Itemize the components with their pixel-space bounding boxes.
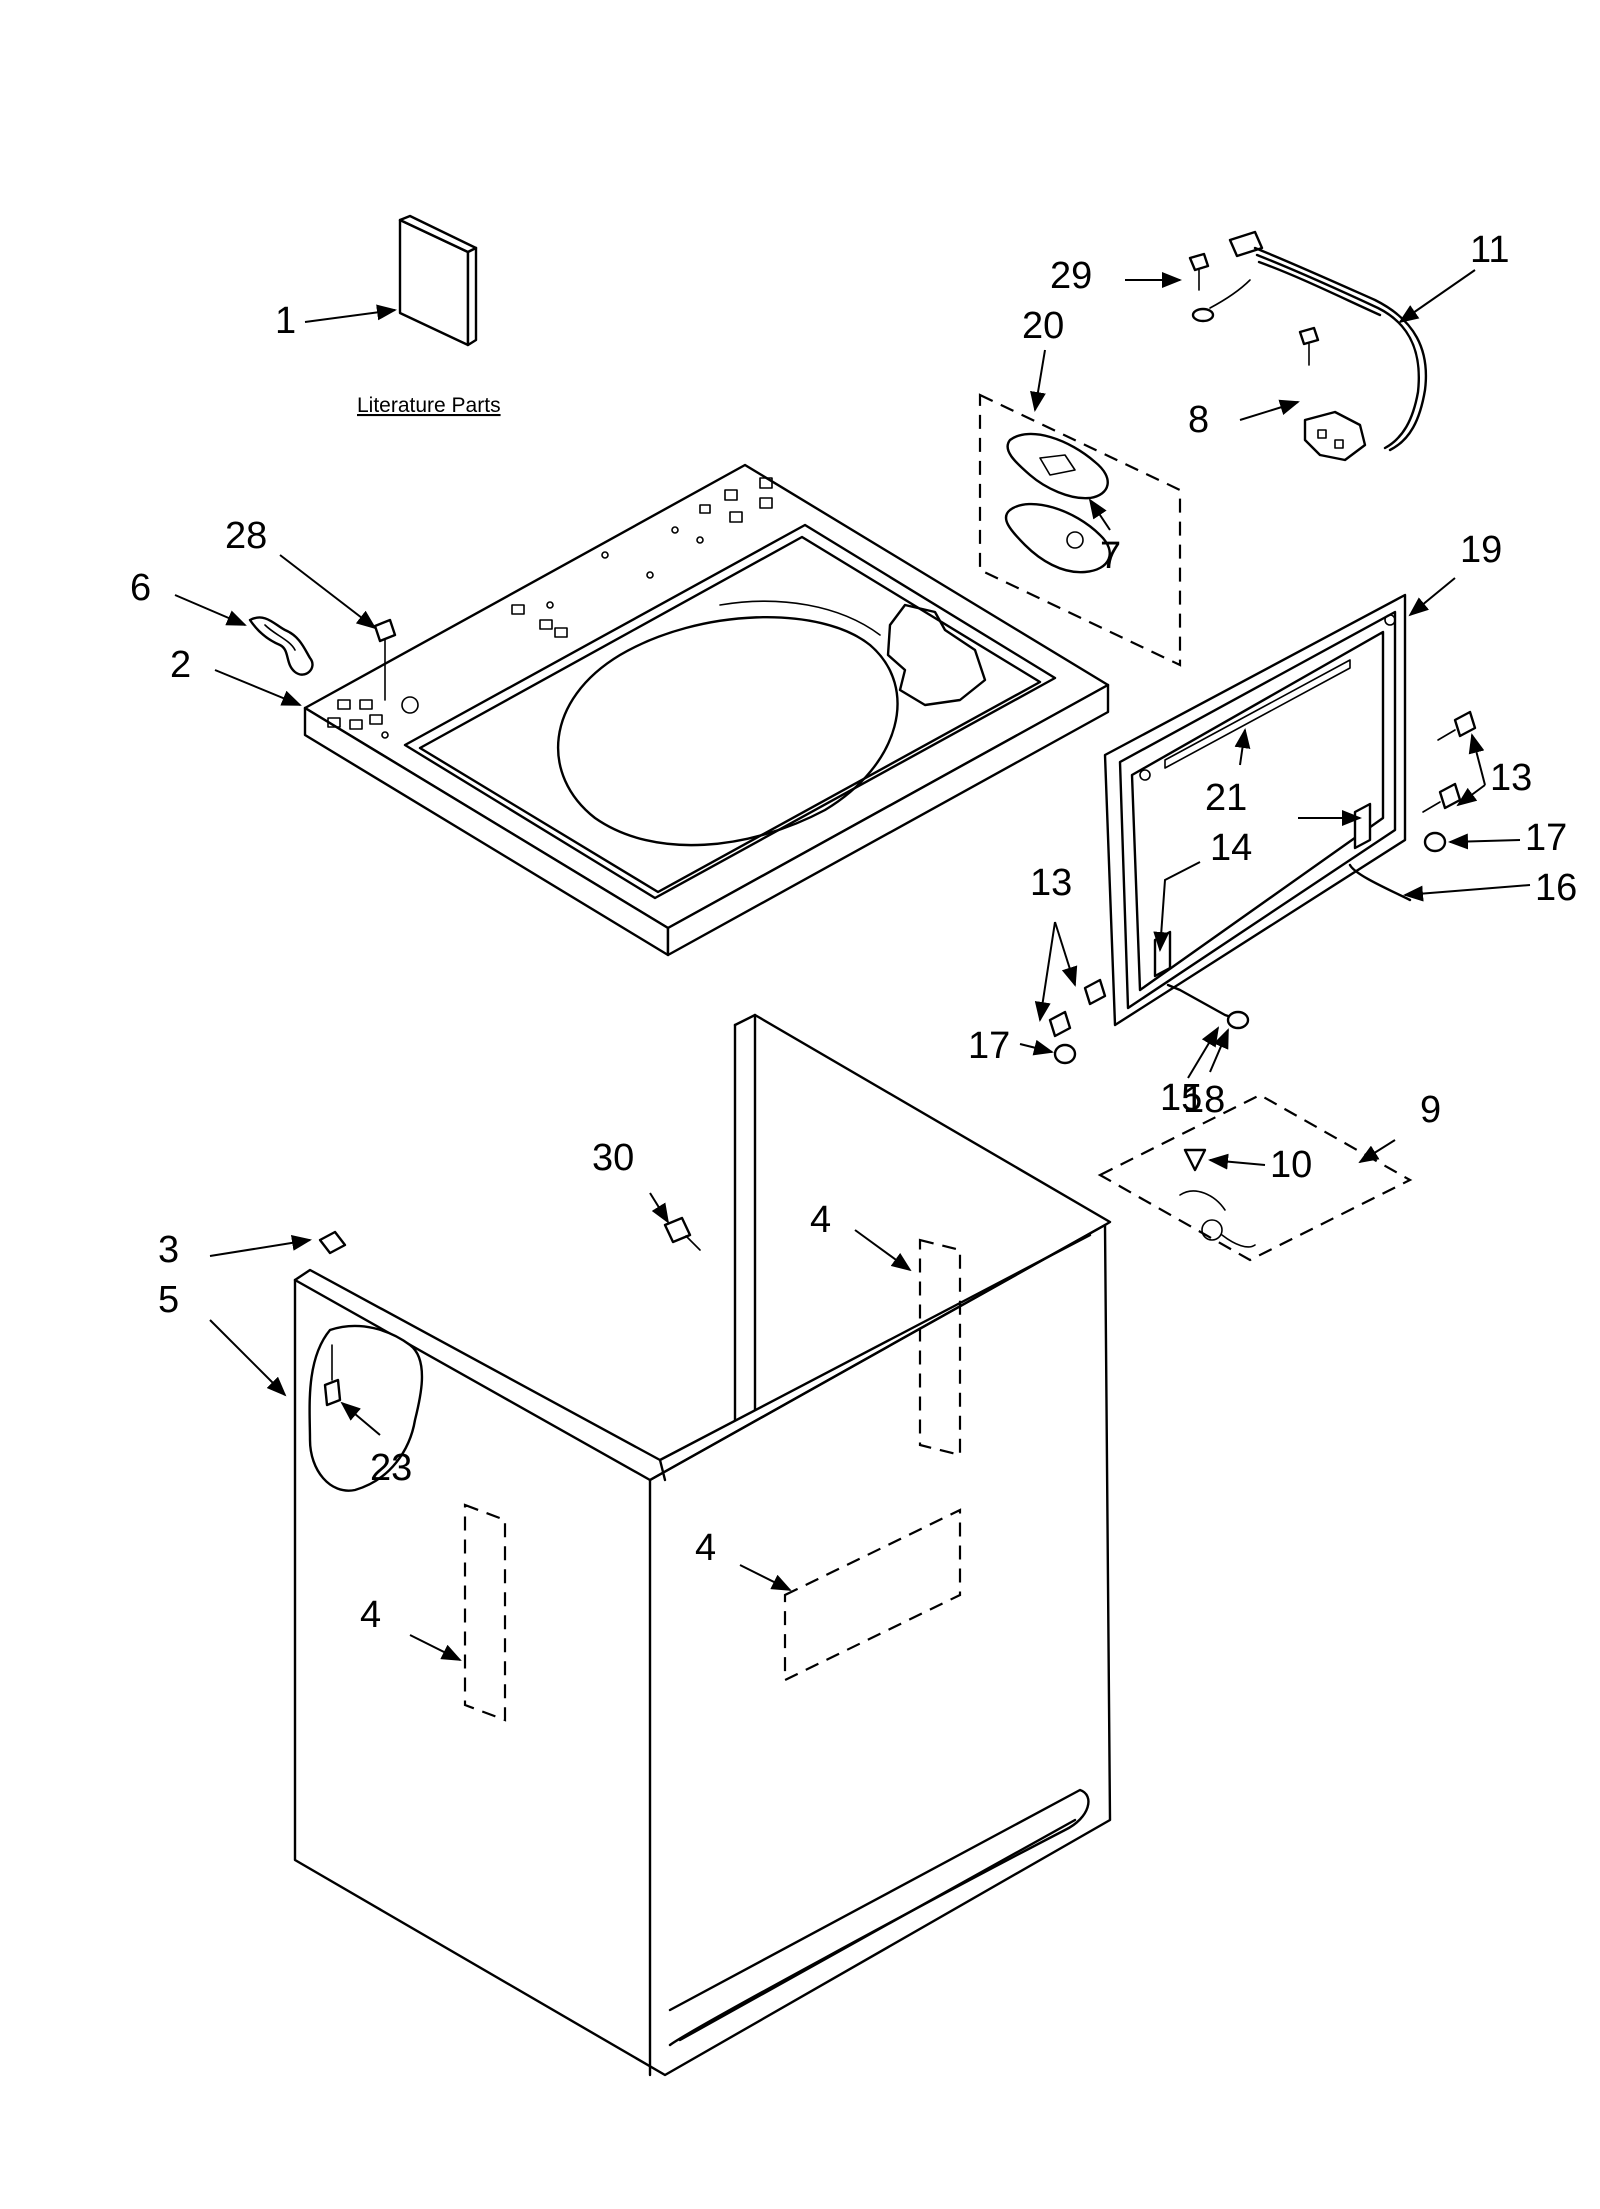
callout-8: 8 [1188,399,1209,441]
callout-3: 3 [158,1229,179,1271]
cabinet-clip [318,1230,347,1255]
callout-13-right: 13 [1490,757,1532,799]
callout-4-rear: 4 [810,1199,831,1241]
wire-clip [248,616,314,676]
lid-spring-kit [1097,1093,1413,1262]
callout-15: 15 [1160,1077,1202,1119]
callout-numbers: 1 2 3 4 4 4 5 6 7 8 9 10 11 13 13 14 15 … [130,229,1577,1636]
callout-23: 23 [370,1447,412,1489]
callout-5: 5 [158,1279,179,1321]
callout-4-front: 4 [695,1527,716,1569]
callout-17-left: 17 [968,1025,1010,1067]
screw-clip [373,618,397,701]
callout-2: 2 [170,644,191,686]
callout-20: 20 [1022,305,1064,347]
callout-13-left: 13 [1030,862,1072,904]
callout-7: 7 [1100,535,1121,577]
callout-28: 28 [225,515,267,557]
cabinet-screw [663,1216,701,1251]
callout-10: 10 [1270,1144,1312,1186]
washer-cabinet [293,1013,1112,2077]
literature-booklet [398,214,478,347]
callout-11: 11 [1470,229,1509,271]
callout-6: 6 [130,567,151,609]
callout-16: 16 [1535,867,1577,909]
washer-lid [1048,593,1477,1065]
agitator-cap-group [978,393,1182,667]
washer-top [303,463,1110,957]
callout-17-right: 17 [1525,817,1567,859]
callout-9: 9 [1420,1089,1441,1131]
callout-4-left: 4 [360,1594,381,1636]
callout-29: 29 [1050,255,1092,297]
literature-parts-caption: Literature Parts [357,394,501,417]
callout-30: 30 [592,1137,634,1179]
leader-lines [174,269,1531,1661]
callout-14-right: 14 [1210,827,1252,869]
callout-18: 18 [1183,1079,1225,1121]
callout-21: 21 [1205,777,1247,819]
callout-19: 19 [1460,529,1502,571]
callout-1: 1 [275,300,296,342]
lid-switch-harness [1188,230,1428,462]
